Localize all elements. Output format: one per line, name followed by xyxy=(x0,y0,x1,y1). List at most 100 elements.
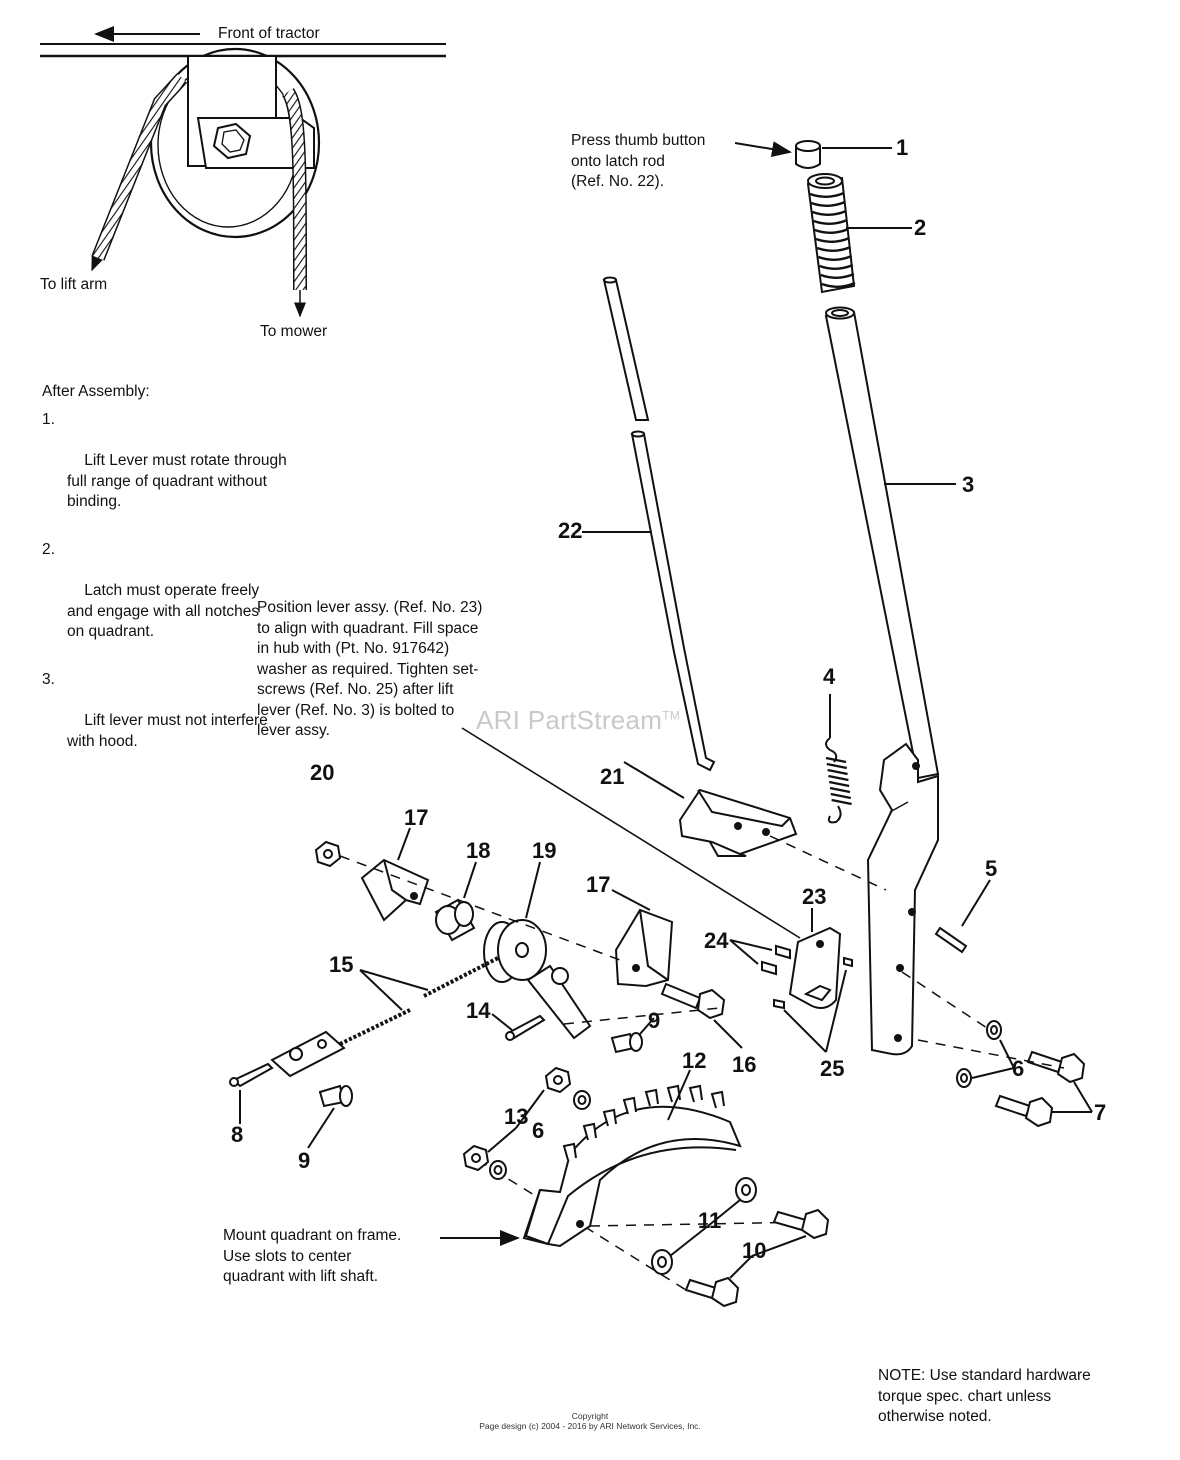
callout-14: 14 xyxy=(466,998,491,1023)
callout-8: 8 xyxy=(231,1122,243,1147)
spacer-part-18 xyxy=(434,861,477,942)
to-lift-arm-label: To lift arm xyxy=(40,276,108,293)
grip-rib xyxy=(820,272,855,279)
callout-19: 19 xyxy=(532,838,556,863)
quadrant-notch xyxy=(688,1084,703,1103)
quadrant-part-12 xyxy=(522,1069,742,1248)
grip-rib xyxy=(817,254,853,261)
grip-rib xyxy=(810,200,846,207)
bolt-part-10 xyxy=(684,1208,830,1308)
latch-rod-part-22 xyxy=(582,276,716,772)
callout-9-lower: 9 xyxy=(298,1148,310,1173)
nut-part-20 xyxy=(314,840,342,868)
callout-22: 22 xyxy=(558,518,582,543)
bracket-part-17-left xyxy=(360,827,430,922)
quadrant-notch xyxy=(582,1122,597,1141)
lever-assembly-part-23 xyxy=(788,908,842,1009)
mount-quadrant-note: Mount quadrant on frame. Use slots to ce… xyxy=(223,1227,402,1285)
hand-grip-part-2 xyxy=(806,173,912,294)
callout-labels: 1 2 3 4 5 6 6 7 8 9 9 10 11 12 13 14 15 … xyxy=(231,135,1106,1263)
callout-2: 2 xyxy=(914,215,926,240)
callout-24: 24 xyxy=(704,928,729,953)
nut-part-13 xyxy=(462,1066,572,1172)
callout-6-bottom: 6 xyxy=(532,1118,544,1143)
after-assembly-list: 1. Lift Lever must rotate through full r… xyxy=(42,410,342,780)
callout-3: 3 xyxy=(962,472,974,497)
callout-5: 5 xyxy=(985,856,997,881)
grip-rib xyxy=(819,263,854,270)
torque-note: NOTE: Use standard hardware torque spec.… xyxy=(878,1367,1091,1425)
callout-16: 16 xyxy=(732,1052,756,1077)
clevis-pin-part-9-lower xyxy=(307,1084,353,1149)
setscrew-part-25 xyxy=(773,956,853,1053)
spring-coil xyxy=(829,786,851,794)
after-assembly-item: 2. Latch must operate freely and engage … xyxy=(42,540,342,663)
roll-pin-part-5 xyxy=(934,879,991,954)
callout-6-right: 6 xyxy=(1012,1056,1024,1081)
cable-part-15 xyxy=(339,956,499,1046)
washer-part-6-right xyxy=(956,1020,1015,1088)
setscrew-part-24 xyxy=(729,939,791,976)
spring-coil xyxy=(826,762,848,770)
callout-1: 1 xyxy=(896,135,908,160)
callout-11: 11 xyxy=(698,1208,721,1233)
callout-10: 10 xyxy=(742,1238,766,1263)
latch-block-part-21 xyxy=(623,761,798,857)
callout-17-left: 17 xyxy=(404,805,428,830)
callout-15: 15 xyxy=(329,952,353,977)
item-number: 3. xyxy=(42,671,55,688)
watermark: ARI PartStreamTM xyxy=(476,705,680,736)
item-number: 2. xyxy=(42,541,55,558)
bracket-part-17-right xyxy=(611,889,674,988)
pulley-inset xyxy=(40,26,446,318)
grip-rib xyxy=(813,218,848,225)
quadrant-notch xyxy=(666,1084,681,1103)
spring-coil xyxy=(827,768,848,776)
clevis-pin-part-9-upper xyxy=(610,1017,655,1054)
grip-rib xyxy=(809,191,845,198)
thumb-button-part-1 xyxy=(734,140,892,169)
grip-rib xyxy=(814,227,849,234)
item-text: Lift Lever must rotate through full rang… xyxy=(67,452,287,510)
spring-coil xyxy=(830,792,852,800)
spring-coil xyxy=(825,756,847,764)
washer-part-11 xyxy=(651,1177,757,1275)
callout-4: 4 xyxy=(823,664,836,689)
spring-coil xyxy=(831,798,852,806)
callout-7: 7 xyxy=(1094,1100,1106,1125)
grip-rib xyxy=(821,281,856,288)
trademark-mark: TM xyxy=(662,708,681,723)
bolt-part-16 xyxy=(660,982,743,1049)
callout-20: 20 xyxy=(310,760,334,785)
grip-rib xyxy=(816,245,852,252)
spring-coil xyxy=(828,780,850,788)
front-of-tractor-label: Front of tractor xyxy=(218,25,320,42)
callout-18: 18 xyxy=(466,838,490,863)
item-text: Lift lever must not interfere with hood. xyxy=(67,712,268,750)
quadrant-notch xyxy=(644,1088,659,1107)
callout-25: 25 xyxy=(820,1056,844,1081)
copyright-footer: Copyright Page design (c) 2004 - 2016 by… xyxy=(479,1411,701,1431)
quadrant-notch xyxy=(622,1096,637,1115)
after-assembly-item: 3. Lift lever must not interfere with ho… xyxy=(42,670,342,773)
callout-17-right: 17 xyxy=(586,872,610,897)
bolt-part-7 xyxy=(994,1050,1093,1128)
callout-13: 13 xyxy=(504,1104,528,1129)
quadrant-notch xyxy=(562,1142,577,1161)
thumb-button-note: Press thumb button onto latch rod (Ref. … xyxy=(571,132,706,190)
grip-rib xyxy=(811,209,847,216)
clevis-part-15-lower xyxy=(270,1030,346,1078)
item-number: 1. xyxy=(42,411,55,428)
lift-lever-part-3 xyxy=(824,306,956,1056)
after-assembly-item: 1. Lift Lever must rotate through full r… xyxy=(42,410,342,533)
cotter-pin-part-8 xyxy=(229,1062,274,1124)
callout-21: 21 xyxy=(600,764,624,789)
to-mower-label: To mower xyxy=(260,323,328,340)
clevis-part-15-upper xyxy=(526,964,592,1040)
position-lever-note: Position lever assy. (Ref. No. 23) to al… xyxy=(257,599,483,739)
grip-rib xyxy=(815,236,850,243)
spring-coil xyxy=(828,774,849,782)
cotter-pin-part-14 xyxy=(491,1013,546,1041)
callout-9-upper: 9 xyxy=(648,1008,660,1033)
